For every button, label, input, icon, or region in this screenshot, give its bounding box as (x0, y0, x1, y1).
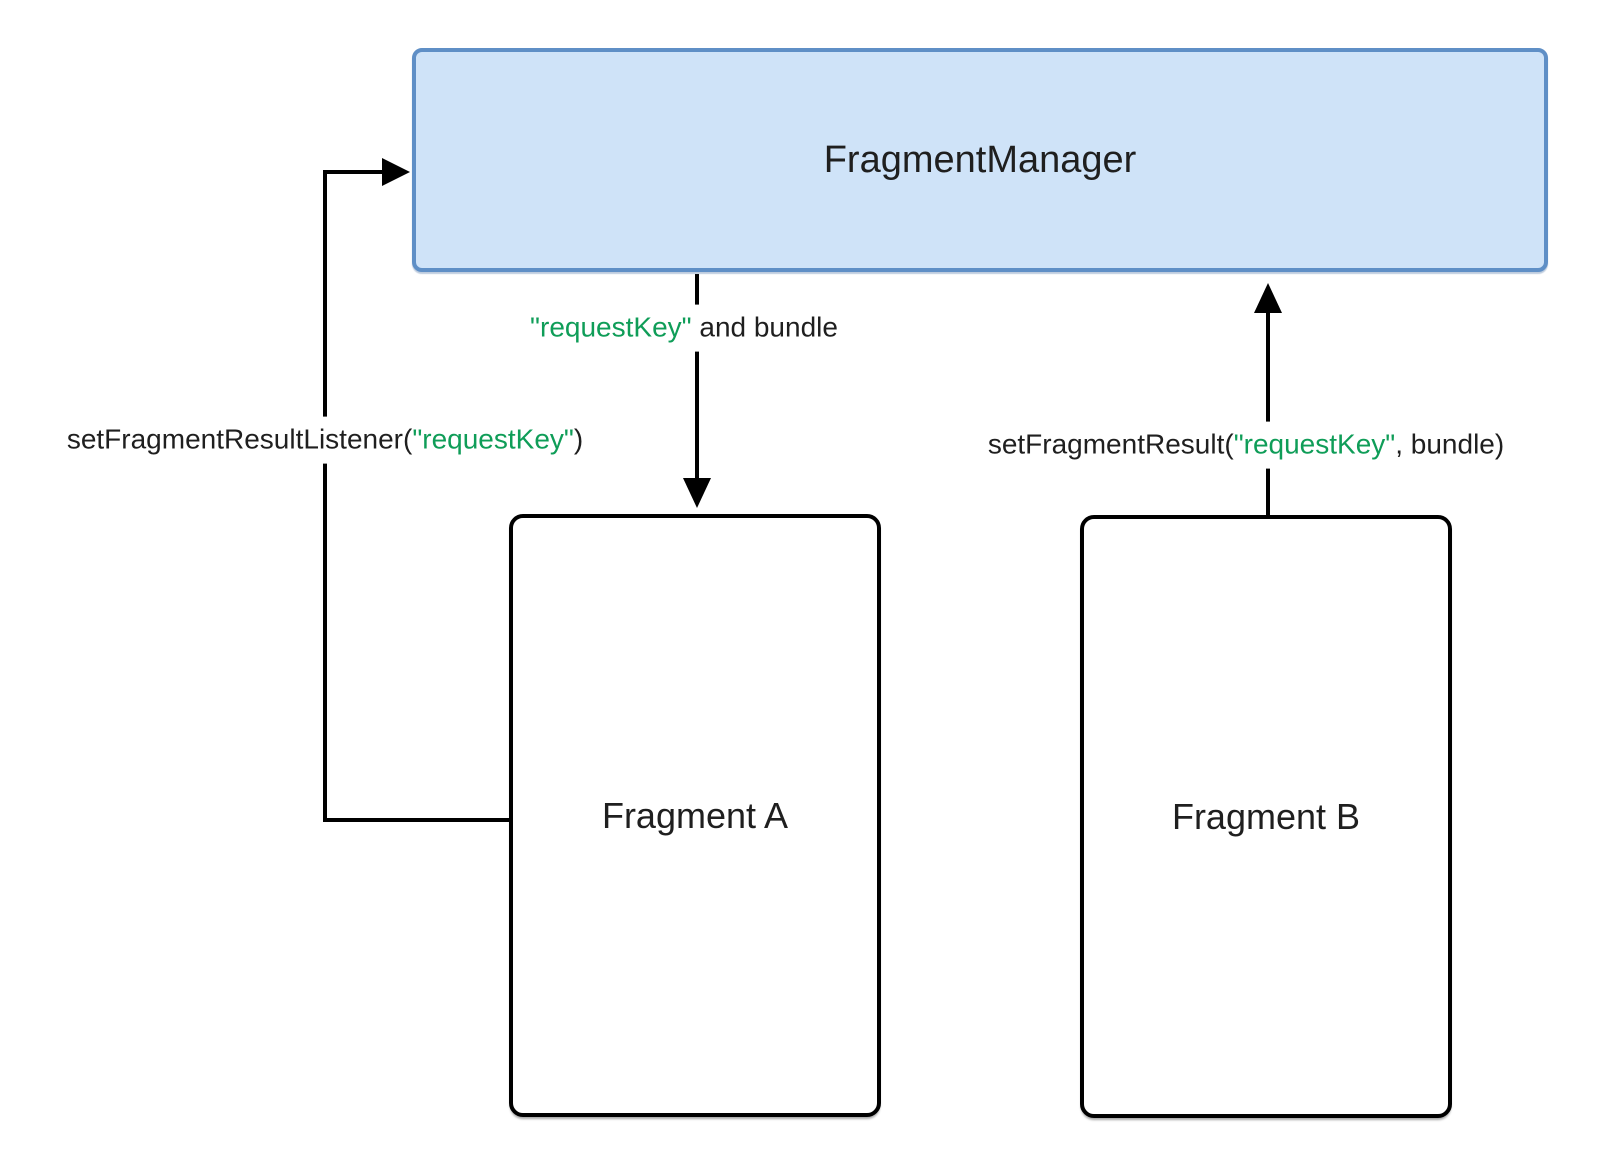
set-listener-post: ) (573, 423, 584, 455)
fragment-b-label: Fragment B (1171, 795, 1361, 837)
edge-deliver-arrowhead (683, 478, 711, 508)
request-key-bundle-rest: and bundle (691, 311, 838, 343)
edge-result-arrowhead (1254, 283, 1282, 313)
edge-label-set-fragment-result: setFragmentResult("requestKey", bundle) (975, 421, 1517, 469)
set-result-pre: setFragmentResult( (987, 428, 1234, 460)
fragment-manager-node: FragmentManager (412, 48, 1548, 272)
request-key-literal: "requestKey" (530, 311, 692, 343)
set-listener-pre: setFragmentResultListener( (66, 423, 413, 455)
fragment-manager-label: FragmentManager (823, 138, 1137, 181)
fragment-b-node: Fragment B (1080, 515, 1452, 1118)
edge-listener-line (323, 170, 509, 822)
set-result-key-literal: "requestKey" (1233, 428, 1396, 460)
edge-label-request-key-bundle: "requestKey" and bundle (518, 304, 850, 352)
fragment-a-node: Fragment A (509, 514, 881, 1117)
set-result-post: , bundle) (1395, 428, 1505, 460)
edge-listener-arrowhead (382, 158, 410, 186)
edge-label-set-fragment-result-listener: setFragmentResultListener("requestKey") (54, 416, 596, 464)
set-listener-key-literal: "requestKey" (412, 423, 574, 455)
fragment-a-label: Fragment A (601, 794, 789, 836)
